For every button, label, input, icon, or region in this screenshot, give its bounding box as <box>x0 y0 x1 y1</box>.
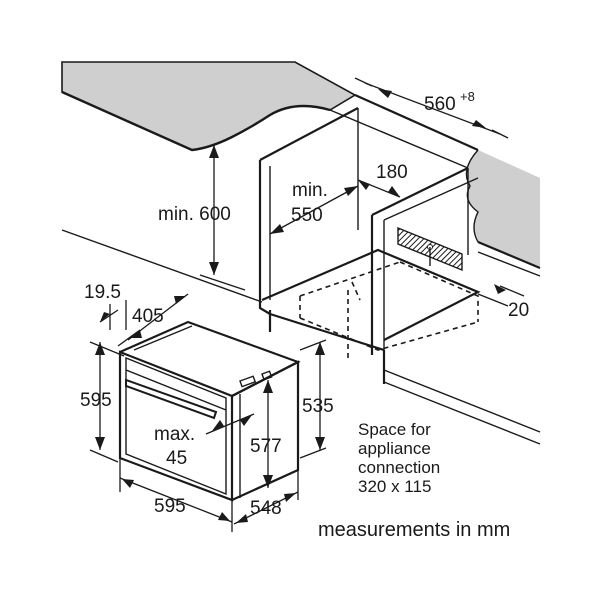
door-inset-prefix: max. <box>154 424 195 445</box>
min-height-label: min. 600 <box>158 204 231 225</box>
top-depth-label: 405 <box>132 306 164 327</box>
dim-top-depth: 405 <box>117 293 189 347</box>
niche-height-label: 535 <box>302 396 334 417</box>
connection-gap-label: 180 <box>376 162 408 183</box>
dim-oven-height: 595 <box>80 341 125 463</box>
min-depth-value: 550 <box>291 205 323 226</box>
door-inset-value: 45 <box>166 448 187 469</box>
min-depth-prefix: min. <box>292 180 328 201</box>
oven <box>118 320 301 502</box>
dim-front-offset: 19.5 <box>84 282 127 330</box>
body-height-label: 577 <box>250 436 282 457</box>
dim-min-depth: min. 550 <box>269 180 359 235</box>
oven-depth-label: 548 <box>250 498 282 519</box>
side-offset-label: 20 <box>508 300 529 321</box>
dim-oven-width: 595 <box>119 458 233 532</box>
dim-niche-height: 535 <box>299 339 334 459</box>
dim-cabinet-width: 560 +8 <box>354 77 509 139</box>
dim-body-height: 577 <box>250 380 282 488</box>
dim-door-inset: max. 45 <box>154 413 255 469</box>
connection-note-line3: connection <box>358 458 440 477</box>
units-note: measurements in mm <box>318 519 510 541</box>
cabinet-width-label: 560 <box>424 94 456 115</box>
cabinet-niche <box>61 93 541 445</box>
oven-width-label: 595 <box>154 496 186 517</box>
connection-note-line1: Space for <box>358 420 431 439</box>
dim-oven-depth: 548 <box>233 470 299 525</box>
dim-min-height: min. 600 <box>158 145 246 291</box>
oven-height-label: 595 <box>80 390 112 411</box>
connection-note-line2: appliance <box>358 439 431 458</box>
front-offset-label: 19.5 <box>84 282 121 303</box>
dim-connection-gap: 180 <box>357 162 408 198</box>
connection-note-line4: 320 x 115 <box>358 477 431 496</box>
cabinet-width-tolerance: +8 <box>460 89 475 104</box>
connection-note: Space for appliance connection 320 x 115 <box>358 420 440 496</box>
dim-side-offset: 20 <box>477 284 529 321</box>
